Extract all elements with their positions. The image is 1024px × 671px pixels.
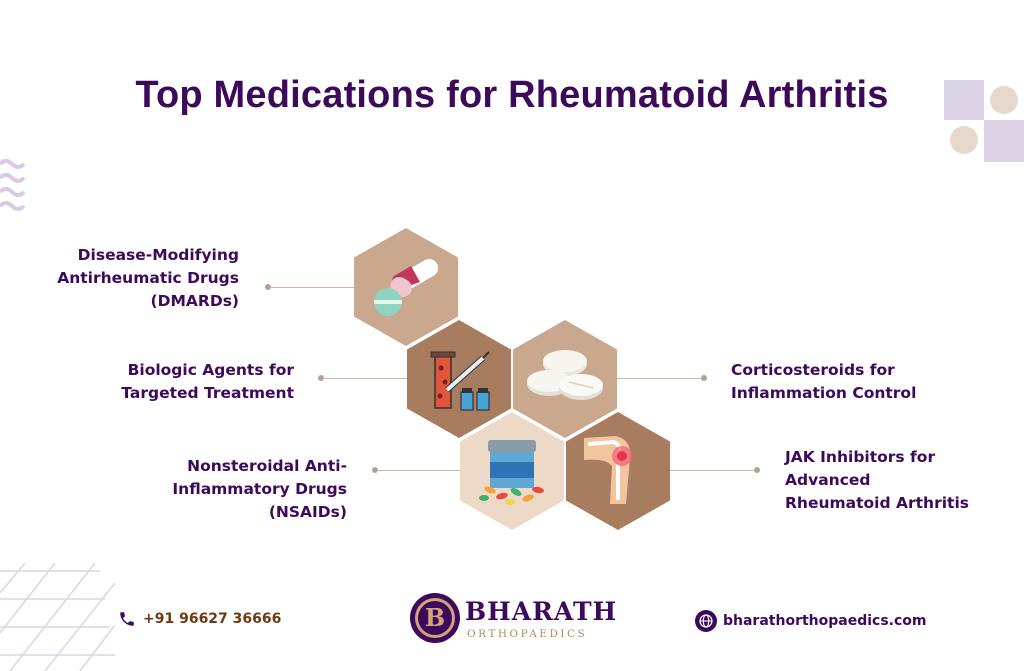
hexagon-biologic: [407, 320, 511, 438]
page-title: Top Medications for Rheumatoid Arthritis: [135, 74, 889, 116]
brand-subtitle: ORTHOPAEDICS: [467, 628, 588, 640]
tablets-icon: [527, 350, 603, 400]
connector-line-nsaids: [377, 470, 467, 471]
connector-dot-corticosteroids: [701, 375, 707, 381]
hexagon-jak-inhibitors: [566, 412, 670, 530]
inflamed-knee-icon: [584, 436, 632, 504]
decorative-waves-left: [0, 159, 26, 211]
decorative-shapes-top-right: [944, 80, 1024, 162]
decorative-grid-bottom-left: [0, 563, 115, 671]
phone-number[interactable]: +91 96627 36666: [143, 611, 282, 627]
label-corticosteroids: Corticosteroids for Inflammation Control: [731, 361, 917, 402]
phone-icon: [120, 612, 134, 626]
connector-dot-dmards: [265, 284, 271, 290]
connector-dot-jak: [754, 467, 760, 473]
hexagon-nsaids: [460, 412, 564, 530]
connector-dot-biologic: [318, 375, 324, 381]
connector-line-jak: [665, 470, 755, 471]
label-jak-inhibitors: JAK Inhibitors for Advanced Rheumatoid A…: [785, 448, 969, 512]
label-nsaids: Nonsteroidal Anti- Inflammatory Drugs (N…: [172, 457, 347, 521]
pill-bottle-icon: [479, 440, 544, 505]
connector-line-biologic: [323, 378, 413, 379]
hexagon-corticosteroids: [513, 320, 617, 438]
capsules-pills-icon: [374, 259, 439, 316]
hexagon-dmards: [354, 228, 458, 346]
brand-name: BHARATH: [465, 597, 618, 626]
label-biologic-agents: Biologic Agents for Targeted Treatment: [121, 361, 294, 402]
label-dmards: Disease-Modifying Antirheumatic Drugs (D…: [57, 246, 239, 310]
brand-logo-icon: B: [410, 593, 460, 643]
connector-line-dmards: [270, 287, 360, 288]
connector-line-corticosteroids: [612, 378, 702, 379]
globe-icon: [695, 610, 717, 632]
brand-initial: B: [425, 603, 445, 632]
website-link[interactable]: bharathorthopaedics.com: [723, 613, 927, 629]
connector-dot-nsaids: [372, 467, 378, 473]
syringe-vials-icon: [430, 351, 490, 411]
